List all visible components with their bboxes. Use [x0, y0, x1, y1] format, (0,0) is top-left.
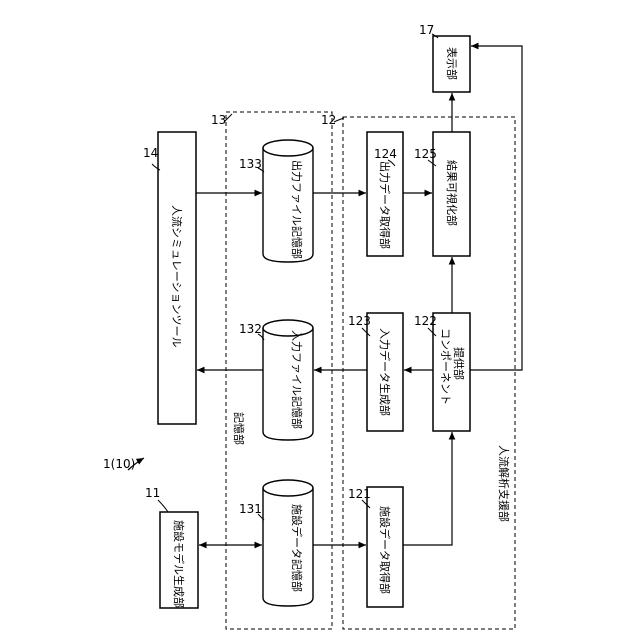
facility-data-store-cylinder [263, 480, 313, 606]
input-data-gen-label: 入力データ生成部 [378, 328, 392, 416]
output-file-store-label: 出力ファイル記憶部 [290, 160, 304, 259]
display-number: 17 [419, 23, 434, 37]
result-visualizer-number: 125 [414, 147, 437, 161]
input-file-store-label: 入力ファイル記憶部 [290, 330, 304, 429]
input-file-store-cylinder [263, 320, 313, 440]
output-file-store-cylinder [263, 140, 313, 262]
people-flow-sim-label: 人流シミュレーションツール [170, 205, 184, 348]
facility-data-acq-number: 121 [348, 487, 371, 501]
storage-group-number: 13 [211, 113, 226, 127]
component-provider-label-line2: 提供部 [452, 347, 466, 380]
arrow-provider-to-display [470, 46, 522, 370]
people-flow-sim-number: 14 [143, 146, 158, 160]
output-data-acq-label: 出力データ取得部 [378, 161, 392, 249]
result-visualizer-label: 結果可視化部 [445, 160, 459, 226]
facility-data-store-label: 施設データ記憶部 [290, 504, 304, 592]
storage-group-label: 記憶部 [232, 412, 246, 445]
component-provider-number: 122 [414, 314, 437, 328]
arrow-acq-to-provider [403, 432, 452, 545]
facility-model-gen-number: 11 [145, 486, 160, 500]
output-file-store-number: 133 [239, 157, 262, 171]
component-provider-label-line1: コンポーネント [439, 328, 452, 405]
system-label: 1(10) [103, 457, 135, 471]
facility-data-acq-label: 施設データ取得部 [378, 506, 392, 594]
display-label: 表示部 [445, 47, 459, 80]
input-data-gen-number: 123 [348, 314, 371, 328]
support-group-label: 人流解析支援部 [497, 445, 511, 522]
facility-model-gen-label: 施設モデル生成部 [172, 520, 186, 608]
output-data-acq-number: 124 [374, 147, 397, 161]
facility-model-gen-leader [158, 500, 168, 512]
support-group-number: 12 [321, 113, 336, 127]
